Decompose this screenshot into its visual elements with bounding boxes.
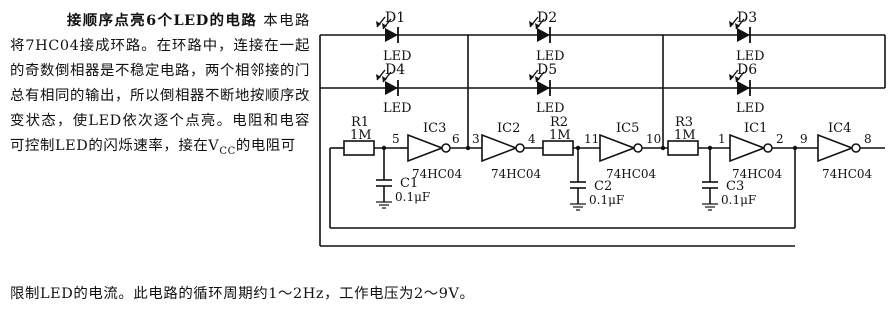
gate-ic3: IC3 74HC04 6 bbox=[400, 121, 463, 181]
ic2-part: 74HC04 bbox=[491, 167, 542, 181]
gate-ic1: IC1 74HC04 2 bbox=[729, 121, 784, 181]
description-paragraph: 接顺序点亮6个LED的电路 本电路将7HC04接成环路。在环路中，连接在一起的奇… bbox=[10, 8, 310, 164]
ic3-id: IC3 bbox=[423, 121, 446, 136]
pin-6: 6 bbox=[452, 132, 460, 146]
led-d6: D6 LED bbox=[728, 62, 765, 116]
c1-id: C1 bbox=[400, 176, 418, 191]
c1-value: 0.1μF bbox=[395, 190, 430, 204]
led-d3: D3 LED bbox=[728, 10, 765, 64]
led-d4: D4 LED bbox=[375, 62, 412, 116]
r2-id: R2 bbox=[550, 115, 568, 130]
pin-3: 3 bbox=[472, 132, 480, 146]
capacitor-c1: C1 0.1μF bbox=[376, 176, 430, 209]
c2-value: 0.1μF bbox=[589, 193, 624, 207]
led-d1-id: D1 bbox=[385, 10, 405, 26]
r1-value: 1M bbox=[350, 128, 372, 143]
gate-ic4: IC4 74HC04 8 bbox=[817, 121, 873, 181]
gate-ic5: IC5 74HC04 10 bbox=[599, 121, 661, 181]
led-d6-id: D6 bbox=[737, 62, 757, 78]
r1-id: R1 bbox=[351, 115, 369, 130]
pin-2: 2 bbox=[776, 132, 784, 146]
led-d2: D2 LED bbox=[528, 10, 565, 64]
tail-line: 限制LED的电流。此电路的循环周期约1～2Hz，工作电压为2～9V。 bbox=[10, 286, 475, 302]
article-title: 接顺序点亮6个LED的电路 bbox=[66, 12, 258, 29]
body-line: 出，所以倒相器不断地按顺序 bbox=[100, 88, 295, 104]
pin-8: 8 bbox=[864, 132, 872, 146]
pin-4: 4 bbox=[528, 132, 536, 146]
body-line: 本电路将7HC04接成环 bbox=[10, 13, 310, 54]
body-line: 个相邻接的门总有相同的输 bbox=[10, 63, 310, 104]
body-line: 改变状态，使LED依次逐个点 bbox=[10, 88, 310, 129]
vcc-subscript: CC bbox=[219, 145, 236, 157]
ic5-part: 74HC04 bbox=[606, 167, 657, 181]
pin-10: 10 bbox=[646, 132, 661, 146]
r2-value: 1M bbox=[549, 128, 571, 143]
ic5-id: IC5 bbox=[616, 121, 639, 136]
led-d4-label: LED bbox=[383, 101, 412, 116]
led-d1: D1 LED bbox=[375, 10, 412, 64]
pin-5: 5 bbox=[392, 132, 400, 146]
ic3-part: 74HC04 bbox=[412, 167, 463, 181]
gate-ic2: IC2 74HC04 4 bbox=[481, 121, 542, 181]
resistor-r2: R2 1M bbox=[542, 115, 574, 156]
body-line: 的电阻可 bbox=[235, 138, 296, 154]
r3-value: 1M bbox=[674, 128, 696, 143]
led-d4-id: D4 bbox=[385, 62, 405, 78]
led-d5-id: D5 bbox=[537, 62, 557, 78]
ic4-part: 74HC04 bbox=[822, 167, 873, 181]
c2-id: C2 bbox=[594, 179, 612, 194]
body-line: 闪烁速率，接在V bbox=[103, 138, 220, 154]
body-line: 奇数倒相器是不稳定电路，两 bbox=[25, 63, 220, 79]
capacitor-c2: C2 0.1μF bbox=[570, 179, 624, 211]
c3-value: 0.1μF bbox=[721, 193, 756, 207]
pin-11: 11 bbox=[584, 132, 599, 146]
led-d2-label: LED bbox=[536, 49, 565, 64]
ic2-id: IC2 bbox=[497, 121, 520, 136]
body-line: 亮。电阻和电容可控制LED的 bbox=[10, 113, 311, 154]
description-text: 接顺序点亮6个LED的电路 本电路将7HC04接成环路。在环路中，连接在一起的奇… bbox=[10, 8, 310, 164]
capacitor-c3: C3 0.1μF bbox=[702, 179, 756, 211]
ic1-id: IC1 bbox=[744, 121, 767, 136]
led-d6-label: LED bbox=[736, 101, 765, 116]
pin-1: 1 bbox=[718, 132, 726, 146]
c3-id: C3 bbox=[726, 179, 744, 194]
led-d5-label: LED bbox=[536, 101, 565, 116]
resistor-r1: R1 1M bbox=[343, 115, 375, 156]
led-d3-label: LED bbox=[736, 49, 765, 64]
ic1-part: 74HC04 bbox=[732, 167, 783, 181]
led-d3-id: D3 bbox=[737, 10, 757, 26]
ic4-id: IC4 bbox=[828, 121, 851, 136]
led-d2-id: D2 bbox=[537, 10, 557, 26]
resistor-r3: R3 1M bbox=[667, 115, 699, 156]
pin-9: 9 bbox=[800, 132, 808, 146]
body-line: 路。在环路中，连接在一起的 bbox=[10, 38, 310, 79]
led-d5: D5 LED bbox=[528, 62, 565, 116]
r3-id: R3 bbox=[675, 115, 693, 130]
led-d1-label: LED bbox=[383, 49, 412, 64]
